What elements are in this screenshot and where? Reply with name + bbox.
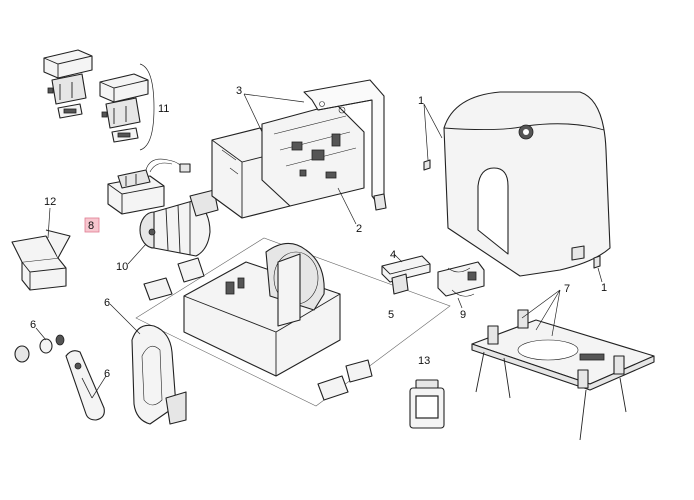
highlight-box — [84, 217, 100, 233]
callout-6-left: 6 — [30, 319, 36, 331]
grease-jar[interactable] — [409, 379, 445, 429]
callout-10: 10 — [116, 261, 128, 273]
motor-cover[interactable] — [423, 91, 611, 283]
callout-6-top: 6 — [104, 297, 110, 309]
foundation-plate[interactable] — [471, 289, 655, 441]
callout-13: 13 — [418, 355, 430, 367]
release-key-assembly[interactable] — [14, 303, 187, 425]
callout-4: 4 — [390, 249, 396, 261]
transformer[interactable] — [107, 158, 191, 215]
limit-switch-assembly[interactable] — [43, 49, 155, 151]
bracket-sensor-assembly[interactable] — [381, 253, 485, 309]
callout-1-right: 1 — [601, 282, 607, 294]
callout-1-top: 1 — [418, 95, 424, 107]
gear-motor[interactable] — [127, 189, 219, 265]
callout-11: 11 — [158, 103, 169, 115]
callout-3: 3 — [236, 85, 242, 97]
base-assembly[interactable] — [135, 237, 451, 407]
control-board-assembly[interactable] — [211, 79, 387, 225]
callout-2: 2 — [356, 223, 362, 235]
callout-7: 7 — [564, 283, 570, 295]
callout-6-bottom: 6 — [104, 368, 110, 380]
packaging-box[interactable] — [11, 207, 71, 291]
callout-9: 9 — [460, 309, 466, 321]
callout-5: 5 — [388, 309, 394, 321]
callout-8: 8 — [88, 220, 94, 232]
callout-12: 12 — [44, 196, 56, 208]
